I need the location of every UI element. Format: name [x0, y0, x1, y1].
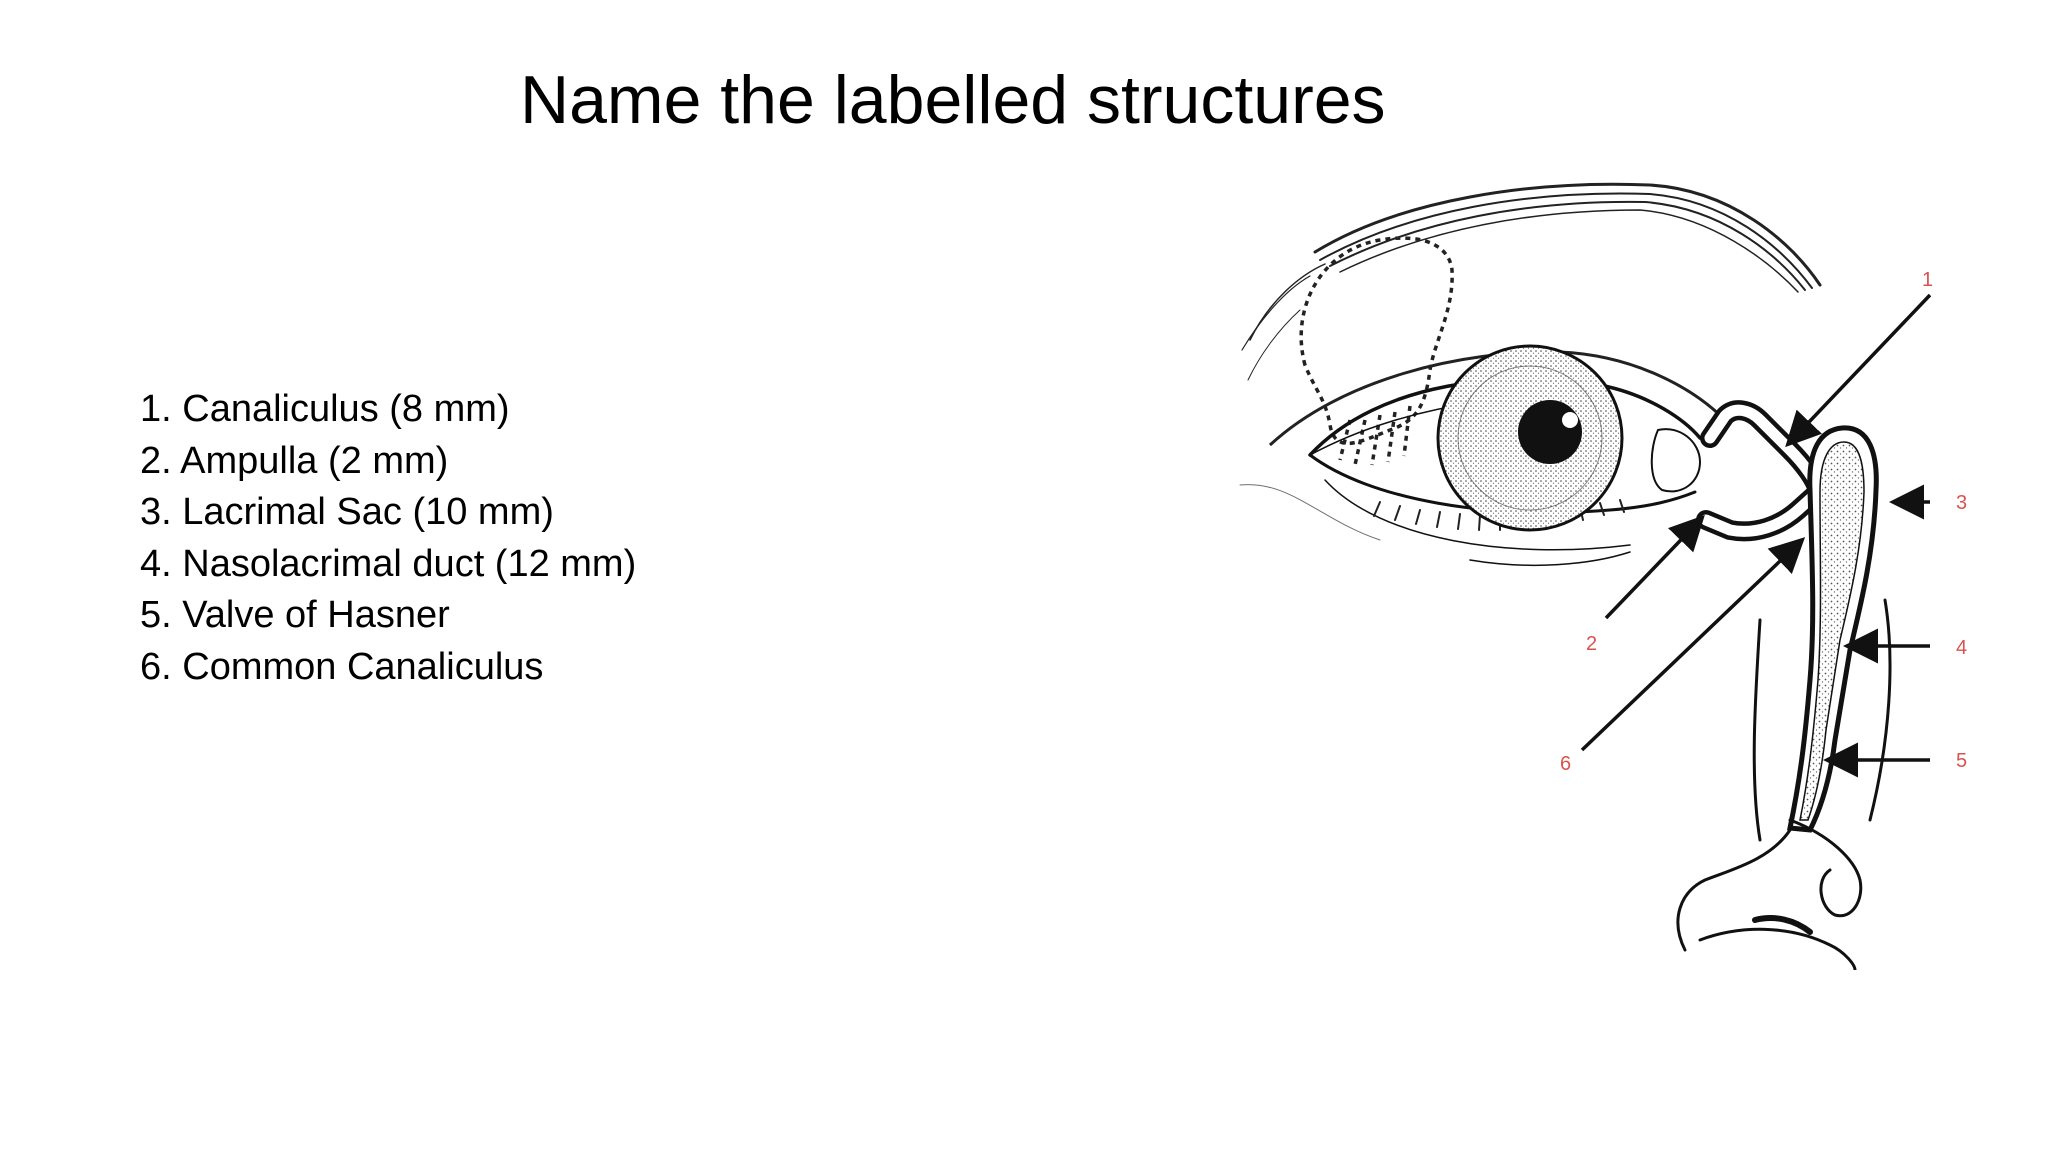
callout-4: 4: [1956, 637, 1967, 659]
answer-item-4: 4. Nasolacrimal duct (12 mm): [140, 542, 637, 585]
caruncle: [1650, 428, 1702, 493]
lacrimal-gland: [1299, 236, 1454, 466]
answer-item-6: 6. Common Canaliculus: [140, 645, 544, 688]
answer-list: 1. Canaliculus (8 mm) 2. Ampulla (2 mm) …: [140, 384, 780, 693]
callout-3: 3: [1956, 492, 1967, 514]
answer-item-1: 1. Canaliculus (8 mm): [140, 388, 510, 430]
callout-2: 2: [1586, 633, 1597, 655]
answer-item-5: 5. Valve of Hasner: [140, 594, 450, 636]
callout-6: 6: [1560, 753, 1571, 775]
lacrimal-system-illustration: 1 2 3 4 5 6: [1239, 182, 1967, 970]
lacrimal-system-diagram: 1 2 3 4 5 6: [1230, 180, 2020, 970]
pupil-highlight: [1562, 412, 1578, 428]
answer-item-2: 2. Ampulla (2 mm): [140, 439, 449, 482]
nose-outline: [1676, 598, 1892, 970]
callout-1: 1: [1922, 269, 1933, 291]
callout-5: 5: [1956, 750, 1967, 772]
callout-arrows: [1580, 293, 1932, 778]
eyebrow: [1241, 182, 1822, 381]
lacrimal-sac-and-duct: [1786, 425, 1879, 833]
slide-title: Name the labelled structures: [520, 62, 1386, 138]
callout-labels: 1 2 3 4 5 6: [1560, 269, 1967, 775]
pupil: [1518, 400, 1582, 464]
answer-item-3: 3. Lacrimal Sac (10 mm): [140, 491, 554, 533]
